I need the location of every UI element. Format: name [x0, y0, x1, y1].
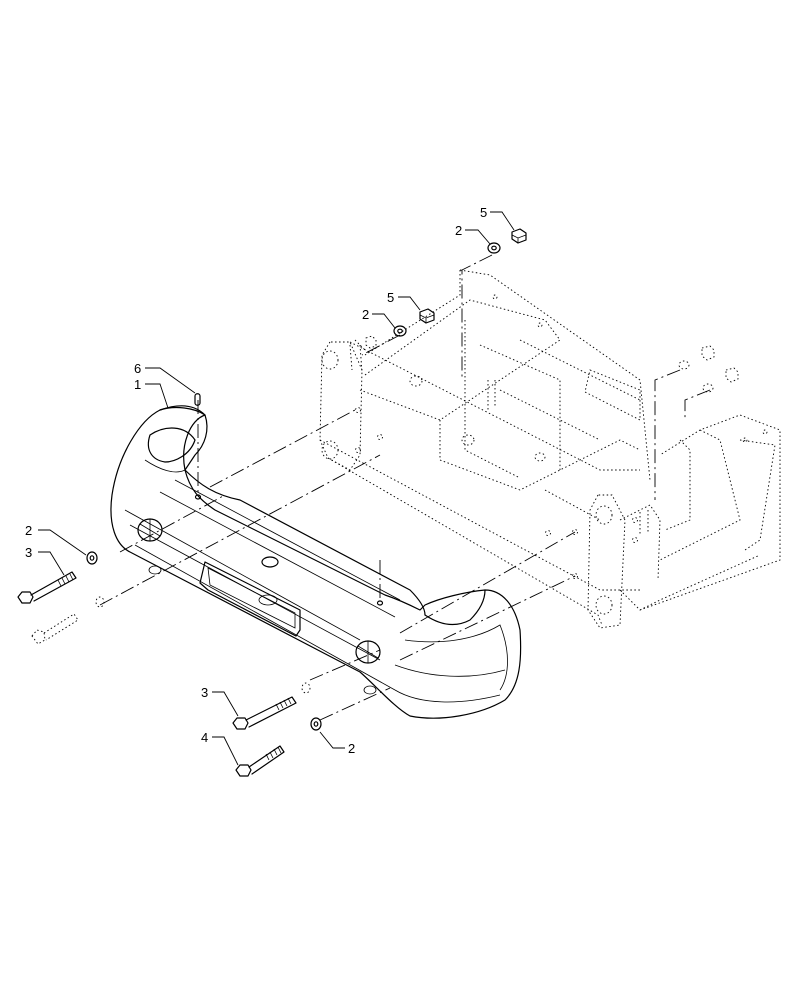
nut-mid[interactable] [419, 308, 435, 324]
support-frame-phantom [319, 269, 781, 629]
washer-bottom[interactable] [310, 717, 322, 731]
callout-label-2: 2 [362, 307, 369, 322]
nut-top[interactable] [511, 228, 527, 244]
alignment-lines [99, 254, 711, 721]
washer-left[interactable] [86, 551, 98, 565]
callout-label-2: 2 [25, 523, 32, 538]
washer-mid[interactable] [393, 325, 407, 337]
callout-label-3: 3 [201, 685, 208, 700]
callout-label-5: 5 [387, 290, 394, 305]
bolt-bottom-upper[interactable] [232, 682, 311, 730]
callout-labels: 5 2 2 5 6 1 2 3 3 4 2 [25, 205, 487, 756]
callout-label-5: 5 [480, 205, 487, 220]
counterweight-body[interactable] [110, 405, 522, 719]
phantom-fasteners-right [365, 335, 739, 393]
bolt-bottom-lower[interactable] [235, 745, 285, 777]
callout-label-4: 4 [201, 730, 208, 745]
callout-leaders [38, 211, 515, 766]
phantom-bolt-left [31, 596, 105, 645]
callout-label-3: 3 [25, 545, 32, 560]
lifting-plug[interactable] [194, 393, 201, 406]
callout-label-1: 1 [134, 377, 141, 392]
callout-label-2: 2 [348, 741, 355, 756]
bolt-left[interactable] [17, 571, 77, 604]
washer-top[interactable] [487, 242, 501, 254]
callout-label-2: 2 [455, 223, 462, 238]
callout-label-6: 6 [134, 361, 141, 376]
